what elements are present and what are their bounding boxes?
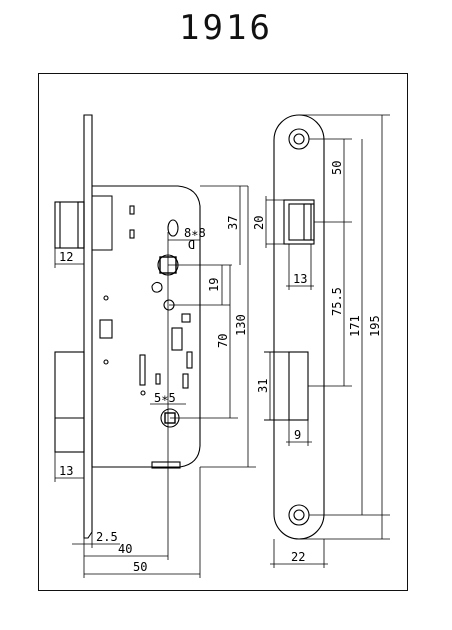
dim-2-5: 2.5 bbox=[96, 530, 118, 544]
dim-31: 31 bbox=[256, 379, 270, 393]
left-dimensions bbox=[54, 185, 256, 578]
drawing-frame bbox=[38, 73, 408, 591]
dim-70: 70 bbox=[216, 334, 230, 348]
bottom-screw-hole bbox=[288, 504, 310, 526]
dim-12: 12 bbox=[59, 250, 73, 264]
lock-body bbox=[54, 114, 201, 539]
dimension-labels: 37 8∗8 D 19 70 130 5∗5 12 13 2.5 40 50 2… bbox=[59, 161, 382, 574]
dim-20: 20 bbox=[252, 216, 266, 230]
latch-bolt bbox=[54, 201, 85, 249]
faceplate-front bbox=[264, 114, 325, 540]
dim-19: 19 bbox=[207, 278, 221, 292]
dim-13-right: 13 bbox=[293, 272, 307, 286]
lock-faceplate bbox=[83, 114, 93, 539]
dim-171: 171 bbox=[348, 315, 362, 337]
lock-case bbox=[92, 185, 201, 468]
dim-5x5: 5∗5 bbox=[154, 391, 176, 405]
dim-9: 9 bbox=[294, 428, 301, 442]
dim-8x8: 8∗8 bbox=[184, 226, 206, 240]
dim-50-width: 50 bbox=[133, 560, 147, 574]
dim-130: 130 bbox=[234, 314, 248, 336]
dim-75-5: 75.5 bbox=[330, 287, 344, 316]
deadbolt-window bbox=[288, 351, 309, 421]
right-dimensions bbox=[265, 114, 390, 568]
dim-13-left: 13 bbox=[59, 464, 73, 478]
dim-50-height: 50 bbox=[330, 161, 344, 175]
top-screw-hole bbox=[288, 128, 310, 150]
dim-D: D bbox=[188, 237, 195, 251]
dim-37: 37 bbox=[226, 216, 240, 230]
dim-40: 40 bbox=[118, 542, 132, 556]
faceplate-outline bbox=[273, 114, 325, 540]
dead-bolt bbox=[54, 351, 85, 453]
dim-195: 195 bbox=[368, 315, 382, 337]
dim-22: 22 bbox=[291, 550, 305, 564]
drawing-title: 1916 bbox=[179, 8, 273, 48]
